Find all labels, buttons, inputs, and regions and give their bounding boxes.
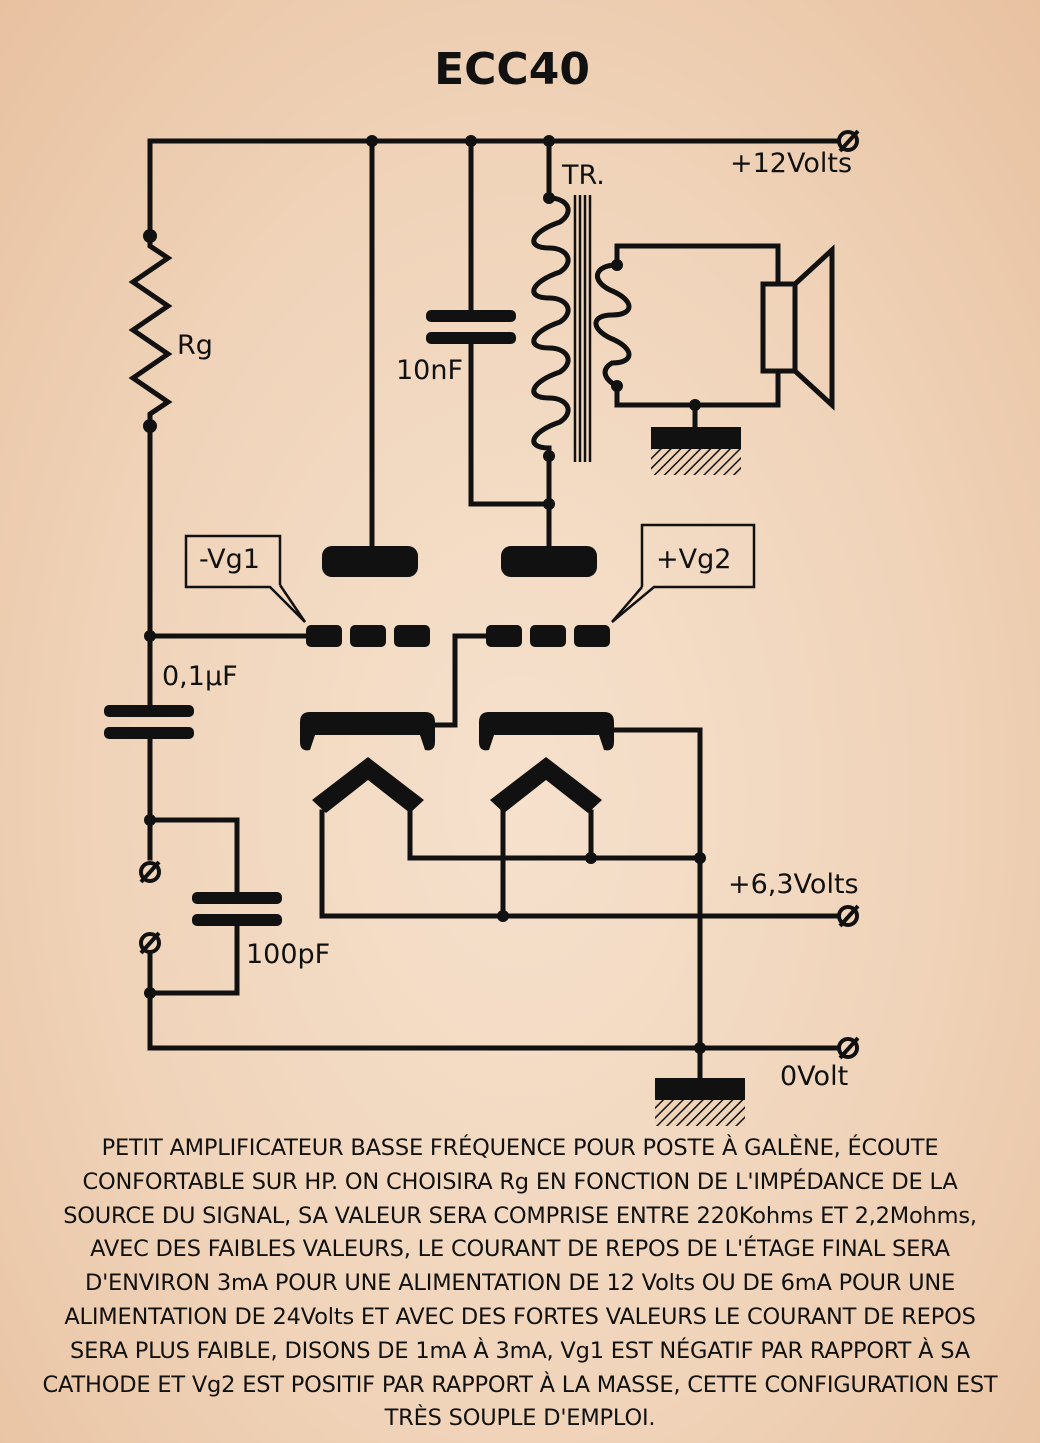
plus12v-rail bbox=[147, 129, 860, 236]
diagram-title: ECC40 bbox=[434, 44, 590, 95]
label-vg2: +Vg2 bbox=[656, 544, 731, 575]
valve-grid-2 bbox=[486, 625, 610, 647]
capacitor-10nf bbox=[426, 138, 552, 507]
label-100pf: 100pF bbox=[246, 939, 330, 970]
valve-heaters bbox=[312, 757, 860, 928]
label-plus63volts: +6,3Volts bbox=[728, 869, 859, 900]
label-zero-volt: 0Volt bbox=[780, 1061, 848, 1092]
label-plus12volts: +12Volts bbox=[730, 148, 852, 179]
schematic-diagram: ECC40 +12Volts Rg 10nF bbox=[104, 44, 860, 1126]
label-0-1uf: 0,1µF bbox=[162, 661, 238, 692]
label-10nf: 10nF bbox=[396, 355, 463, 386]
label-rg: Rg bbox=[177, 330, 213, 361]
resistor-rg bbox=[128, 229, 173, 708]
zero-volt-rail bbox=[694, 1036, 860, 1083]
capacitor-0-1uf bbox=[104, 705, 194, 861]
cathode1-grid2-link bbox=[429, 633, 489, 728]
callout-vg2 bbox=[611, 523, 756, 623]
loudspeaker bbox=[614, 243, 835, 431]
valve-grid-1 bbox=[306, 625, 430, 647]
valve-cathodes bbox=[300, 712, 703, 1051]
label-vg1: -Vg1 bbox=[199, 544, 260, 575]
ground-symbol-main bbox=[655, 1078, 745, 1126]
ground-symbol-speaker bbox=[651, 427, 741, 475]
capacitor-100pf bbox=[147, 817, 282, 996]
label-transformer: TR. bbox=[561, 160, 605, 191]
output-transformer bbox=[531, 138, 632, 551]
valve-anodes bbox=[322, 546, 597, 577]
callout-vg1 bbox=[184, 534, 307, 623]
description-text: PETIT AMPLIFICATEUR BASSE FRÉQUENCE POUR… bbox=[42, 1135, 998, 1432]
